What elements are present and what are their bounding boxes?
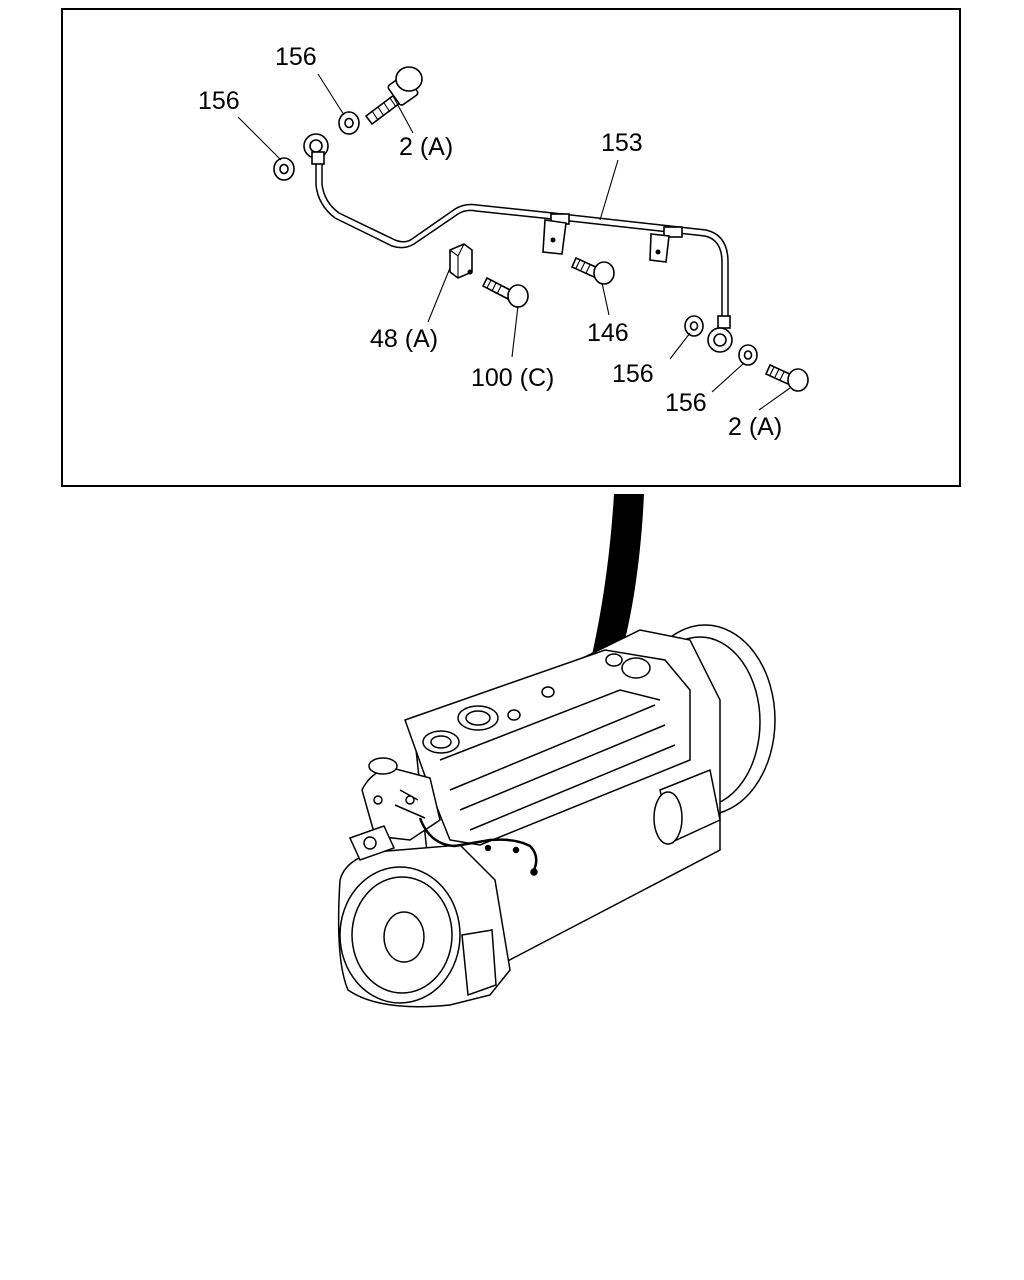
callout-153: 153 [601,129,643,157]
bolt-146 [570,256,615,285]
callout-2a-upper: 2 (A) [399,133,453,161]
callout-100c: 100 (C) [471,364,554,392]
callout-146: 146 [587,319,629,347]
eye-joint-upper [303,133,329,165]
callout-156-c: 156 [612,360,654,388]
pipe-bracket-left [542,219,567,255]
washer-156-upper-right [338,111,360,135]
callout-2a-lower: 2 (A) [728,413,782,441]
callout-48a: 48 (A) [370,325,438,353]
eye-bolt-2a-lower [764,363,809,392]
bolt-100c [467,269,529,308]
washer-156-lower-left [684,315,704,337]
pipe-153 [315,162,729,318]
callout-156-b: 156 [275,43,317,71]
eye-bolt-2a-upper [364,66,423,126]
detail-frame [61,8,961,487]
callout-156-d: 156 [665,389,707,417]
leader-lines [237,73,791,411]
engine [337,624,776,1008]
detail-pointer [517,494,644,836]
washer-156-upper-left [273,157,295,181]
eye-joint-lower [707,315,733,353]
washer-156-lower-right [738,344,758,366]
callout-156-a: 156 [198,87,240,115]
pipe-bracket-right [649,233,670,263]
